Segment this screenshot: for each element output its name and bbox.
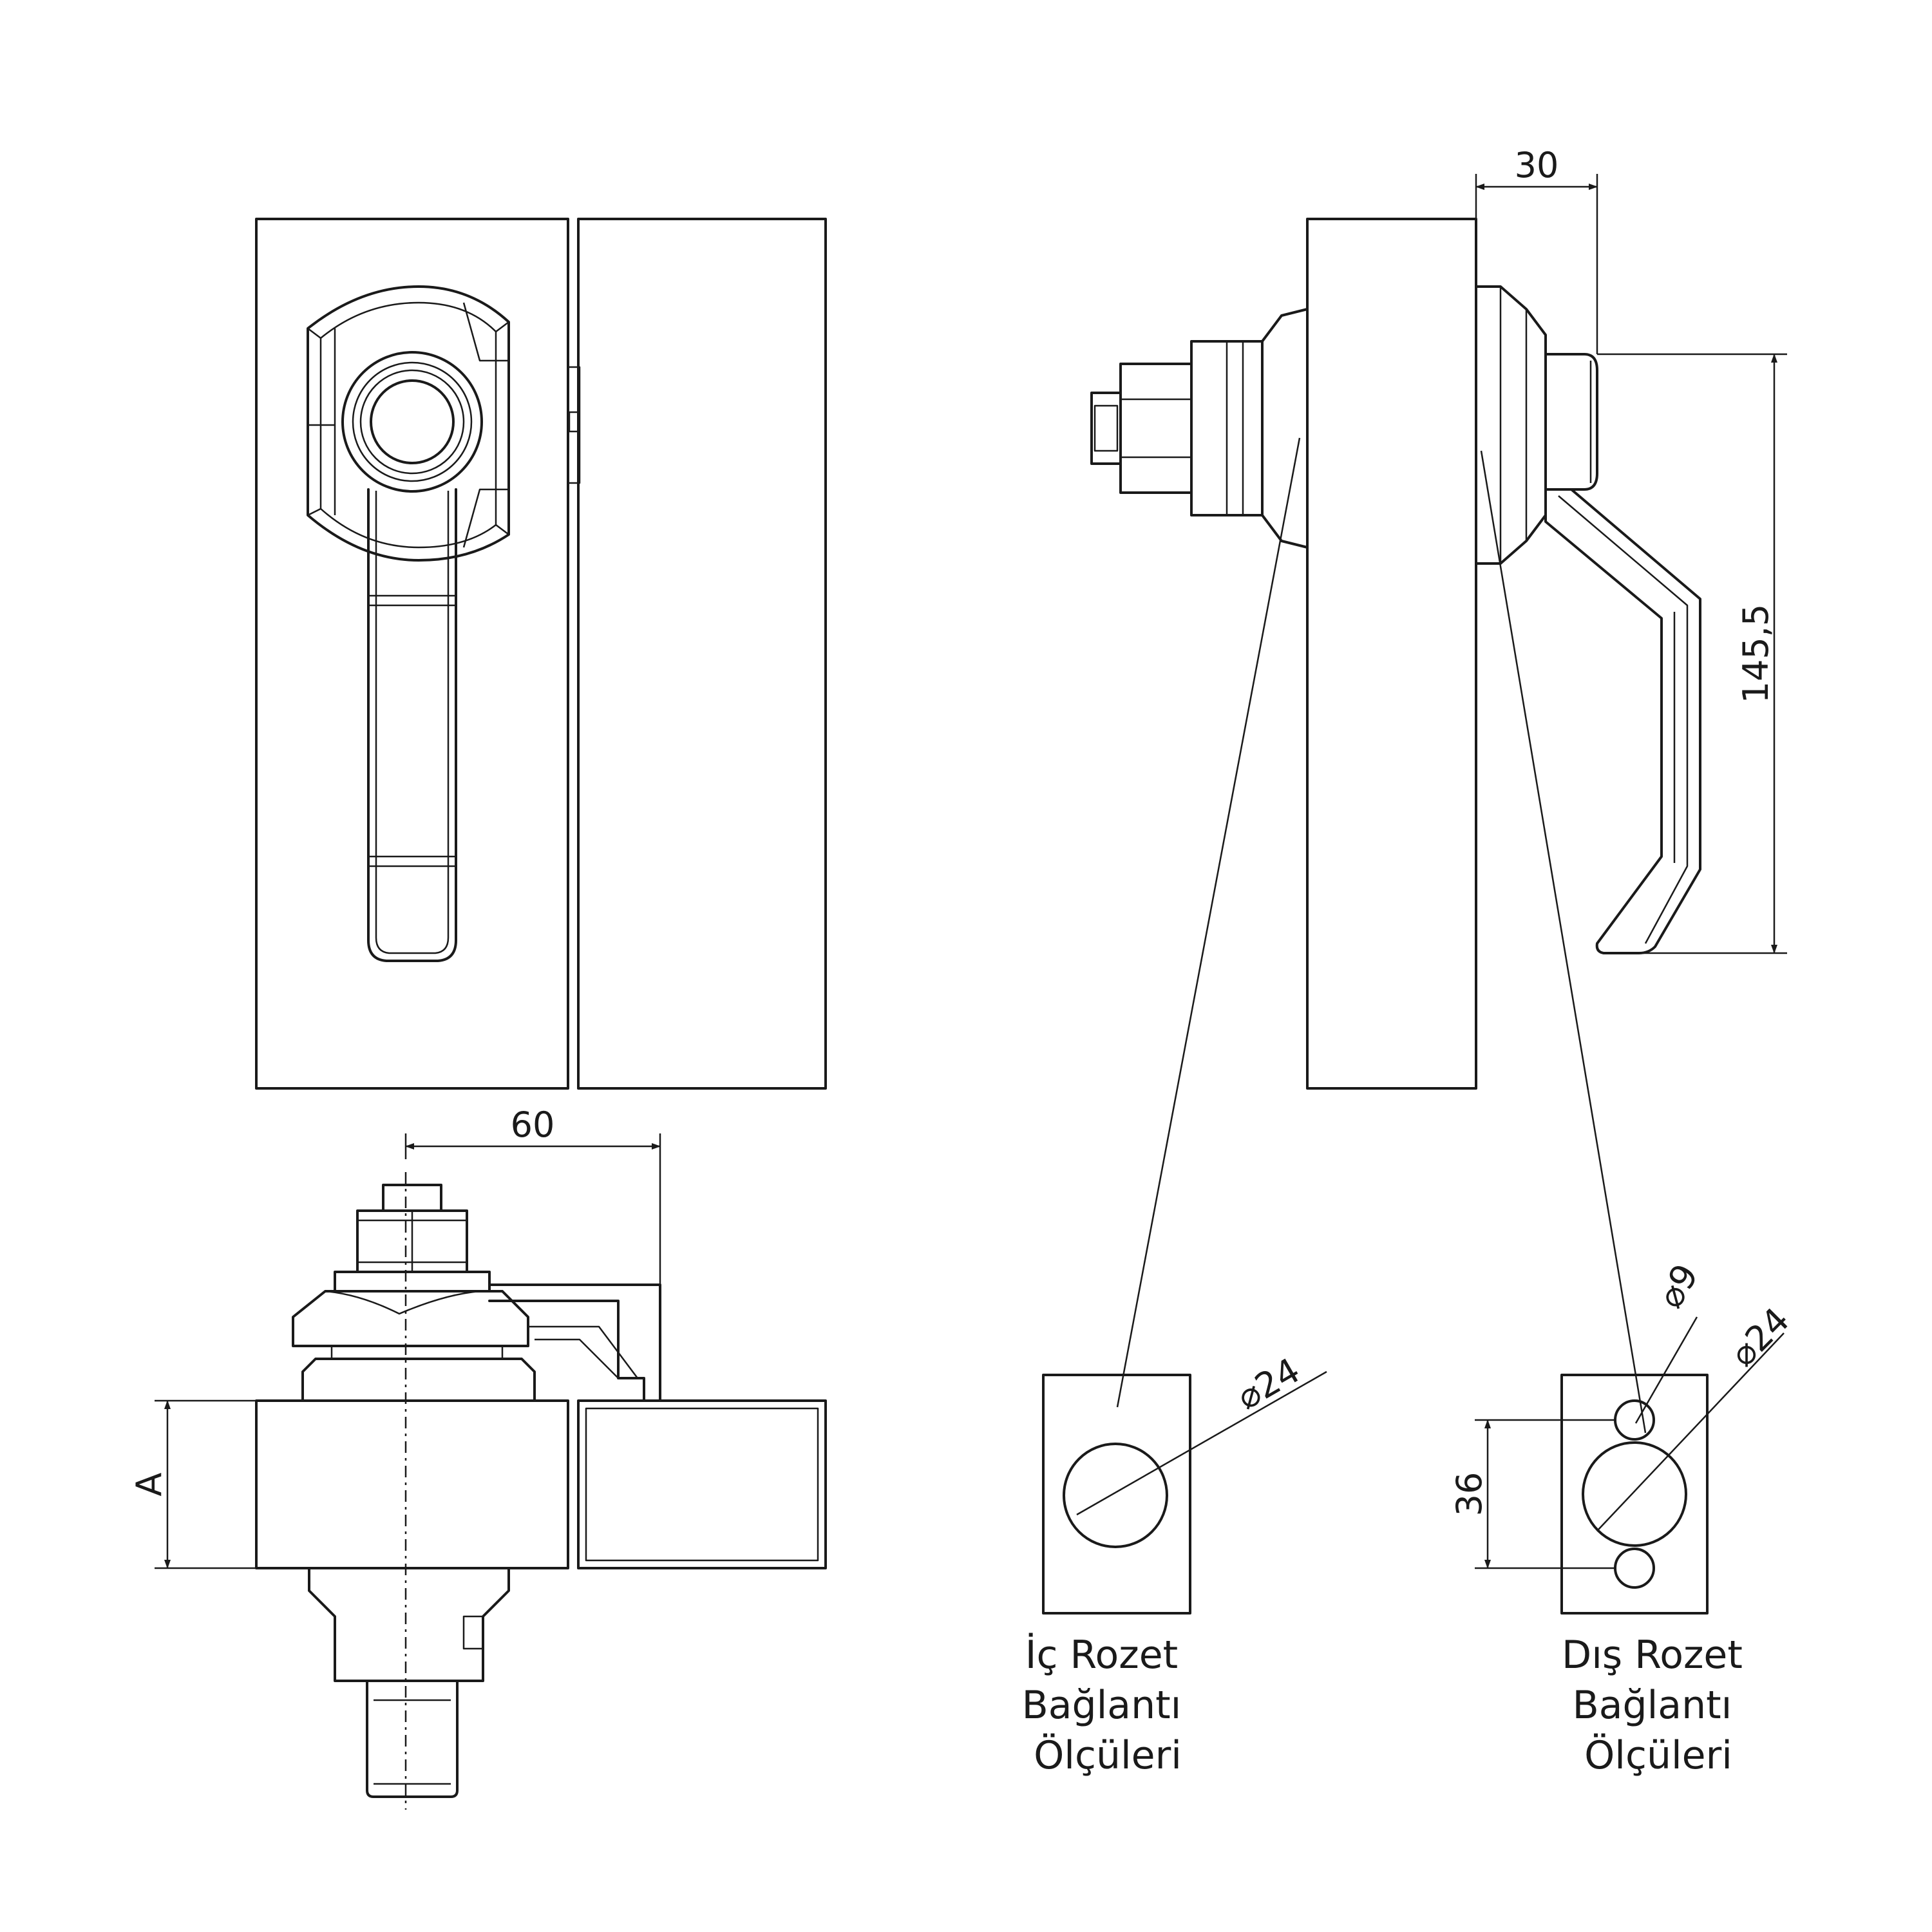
outer-label-line-1: Dış Rozet [1562, 1633, 1743, 1678]
leader-lines [1116, 437, 1647, 1434]
inner-label-line-1: İç Rozet [1025, 1632, 1178, 1678]
dim-handle-height: 145,5 [1736, 604, 1776, 704]
dim-outer-small-hole: ⌀9 [1650, 1257, 1707, 1314]
dim-width: 60 [511, 1104, 555, 1145]
outer-rosette-detail: ⌀9 ⌀24 36 Dış Rozet Bağlantı Ölçüleri [1449, 1257, 1797, 1778]
outer-label-line-2: Bağlantı [1573, 1683, 1732, 1728]
outer-rosette-label: Dış Rozet Bağlantı Ölçüleri [1562, 1633, 1755, 1778]
dim-thickness: A [129, 1472, 169, 1496]
dim-top-offset: 30 [1515, 145, 1559, 185]
dim-hole-spacing: 36 [1449, 1472, 1490, 1517]
inner-label-line-3: Ölçüleri [1034, 1732, 1182, 1778]
inner-label-line-2: Bağlantı [1022, 1683, 1182, 1728]
outer-label-line-3: Ölçüleri [1584, 1732, 1732, 1778]
side-view: 30 145,5 [1090, 145, 1787, 1090]
front-view [255, 218, 827, 1090]
inner-rosette-detail: ⌀24 İç Rozet Bağlantı Ölçüleri [1022, 1350, 1327, 1778]
top-view: 60 A [129, 1104, 827, 1810]
dim-inner-hole: ⌀24 [1230, 1350, 1307, 1417]
inner-rosette-label: İç Rozet Bağlantı Ölçüleri [1022, 1632, 1194, 1778]
dim-outer-large-hole: ⌀24 [1723, 1300, 1797, 1374]
